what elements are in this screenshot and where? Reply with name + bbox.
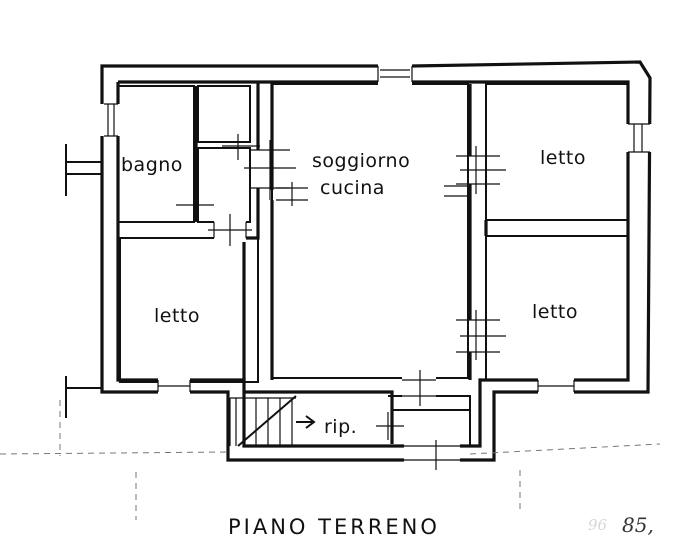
room-label-letto-right: letto [532,301,578,323]
site-lines [0,400,661,520]
exterior-walls [100,60,652,462]
room-label-letto-top-right: letto [540,147,586,169]
entry-marks [65,144,102,418]
opening-marks [104,66,650,470]
openings [100,62,652,464]
faint-mark: 96 [588,516,608,534]
staircase [229,395,316,447]
room-label-soggiorno: soggiorno [312,150,410,172]
room-label-rip: rip. [324,416,357,438]
page-number: 85, [622,513,654,537]
room-label-bagno: bagno [121,154,183,176]
room-label-letto-left: letto [154,305,200,327]
plan-title: PIANO TERRENO [228,515,440,539]
room-label-cucina: cucina [320,177,385,199]
